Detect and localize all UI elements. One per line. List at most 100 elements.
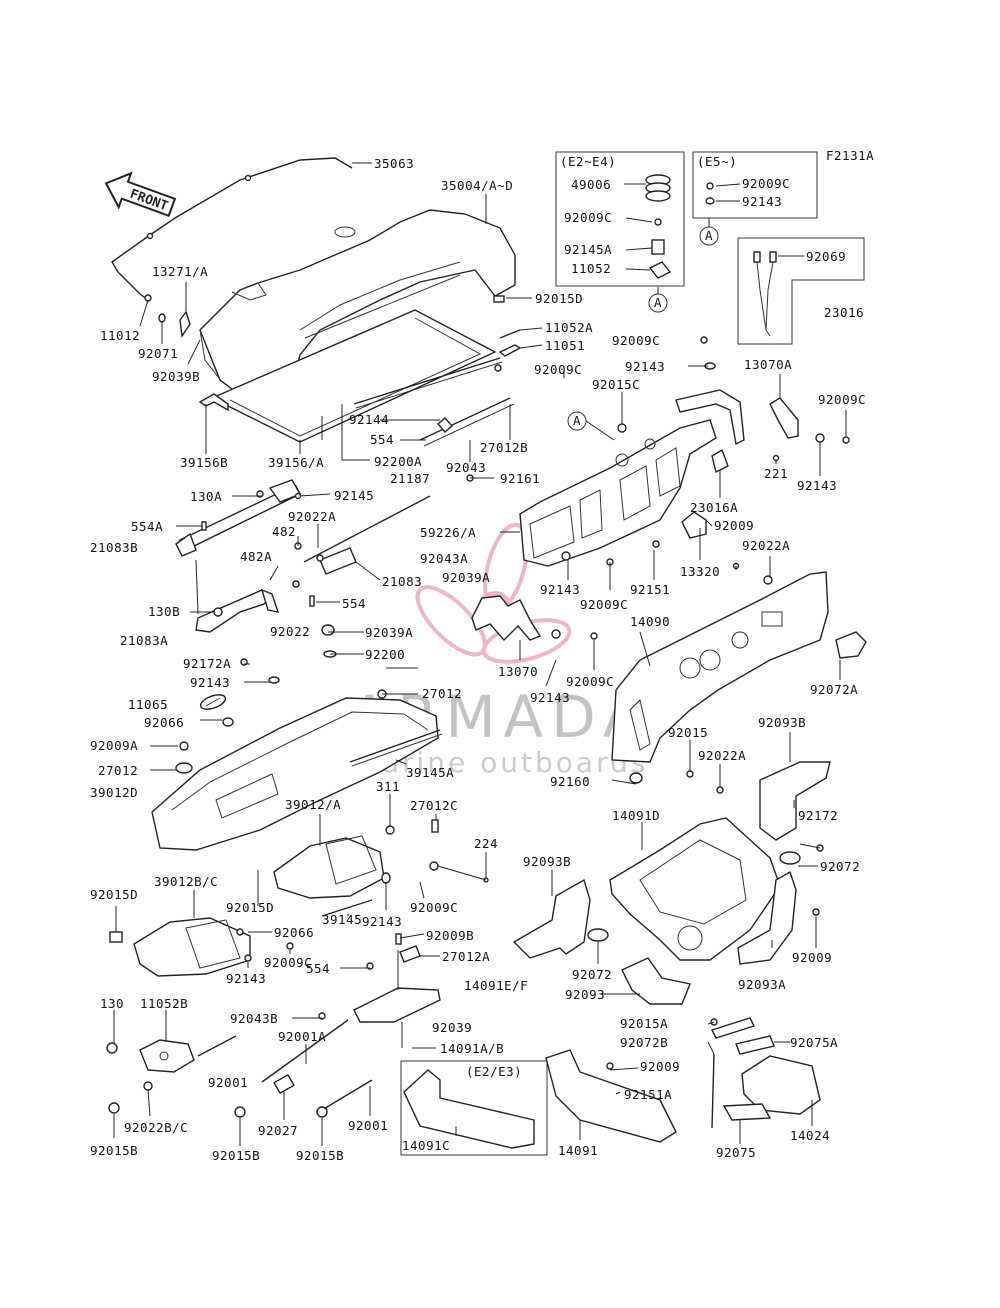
part-14091-plate	[545, 1049, 677, 1143]
part-92093-plate	[621, 957, 691, 1005]
box-title-e2-e4: (E2~E4)	[560, 154, 616, 169]
part-92072b-rod	[711, 1053, 715, 1129]
part-11052b-bracket	[139, 1039, 195, 1073]
label-92009c-4: 92009C	[580, 597, 628, 612]
label-92015b-3: 92015B	[296, 1148, 344, 1163]
label-92143-6: 92143	[362, 914, 402, 929]
label-92069: 92069	[806, 249, 846, 264]
part-21083b-hinge	[175, 479, 302, 557]
label-92039: 92039	[432, 1020, 472, 1035]
label-92015d-1: 92015D	[535, 291, 583, 306]
label-92009c-6: 92009C	[410, 900, 458, 915]
part-92015d-clip	[493, 295, 505, 303]
label-92009a-1: 92009A	[90, 738, 138, 753]
label-92143-4: 92143	[540, 582, 580, 597]
part-92075-pad	[722, 1103, 772, 1121]
label-92022bc: 92022B/C	[124, 1120, 188, 1135]
label-92172: 92172	[798, 808, 838, 823]
part-14090-dash-lower	[611, 571, 829, 763]
part-92001-bolts	[197, 1019, 373, 1111]
variant-box-23016	[737, 237, 865, 345]
svg-text:A: A	[705, 228, 713, 243]
label-92145a: 92145A	[564, 242, 612, 257]
part-14091c-plate	[403, 1069, 535, 1149]
label-92009b: 92009B	[426, 928, 474, 943]
label-27012-2: 27012	[422, 686, 462, 701]
label-92160: 92160	[550, 774, 590, 789]
label-13271-a: 13271/A	[152, 264, 208, 279]
label-92039a-1: 92039A	[365, 625, 413, 640]
label-92075a: 92075A	[790, 1035, 838, 1050]
label-92027: 92027	[258, 1123, 298, 1138]
label-14091d: 14091D	[612, 808, 660, 823]
label-92151: 92151	[630, 582, 670, 597]
label-92009-2: 92009	[792, 950, 832, 965]
label-92093: 92093	[565, 987, 605, 1002]
part-14091d-tray	[609, 817, 781, 961]
callout-a-3: A	[567, 411, 615, 441]
label-27012-1: 27012	[98, 763, 138, 778]
part-92093b-plate-left	[512, 878, 591, 959]
label-21083b: 21083B	[90, 540, 138, 555]
label-92093a: 92093A	[738, 977, 786, 992]
label-92145: 92145	[334, 488, 374, 503]
part-11065-grille	[199, 694, 227, 710]
label-92200a: 92200A	[374, 454, 422, 469]
label-554-b: 554	[342, 596, 366, 611]
label-39156b: 39156B	[180, 455, 228, 470]
label-221: 221	[764, 466, 788, 481]
label-92009c-e5: 92009C	[742, 176, 790, 191]
label-554-c: 554	[306, 961, 330, 976]
label-92009c-2: 92009C	[534, 362, 582, 377]
label-23016: 23016	[824, 305, 864, 320]
label-92015c: 92015C	[592, 377, 640, 392]
label-13320: 13320	[680, 564, 720, 579]
part-92160-grommet	[629, 772, 643, 784]
part-92069-wire-harness	[753, 251, 777, 337]
label-39145a: 39145A	[406, 765, 454, 780]
label-11065: 11065	[128, 697, 168, 712]
label-224: 224	[474, 836, 498, 851]
svg-text:A: A	[573, 413, 581, 428]
part-92015d-small	[109, 931, 123, 943]
label-92143-7: 92143	[226, 971, 266, 986]
callout-a-2: A	[699, 218, 719, 246]
label-11052b: 11052B	[140, 996, 188, 1011]
part-13070a-clip	[769, 397, 799, 439]
label-92009c-7: 92009C	[264, 955, 312, 970]
label-21083a: 21083A	[120, 633, 168, 648]
box-title-e5: (E5~)	[697, 154, 737, 169]
label-92043b: 92043B	[230, 1011, 278, 1026]
front-arrow-icon: FRONT	[104, 171, 177, 218]
label-27012a: 27012A	[442, 949, 490, 964]
part-11052-clip	[648, 261, 672, 279]
label-14024: 14024	[790, 1128, 830, 1143]
label-11012: 11012	[100, 328, 140, 343]
label-13070: 13070	[498, 664, 538, 679]
part-59226-dash-panel	[519, 419, 717, 567]
label-92015-1: 92015	[668, 725, 708, 740]
label-11052: 11052	[571, 261, 611, 276]
label-92075: 92075	[716, 1145, 756, 1160]
part-13070-bracket	[471, 595, 561, 642]
label-92001-1: 92001	[208, 1075, 248, 1090]
label-482: 482	[272, 524, 296, 539]
part-39012bc-lid	[133, 917, 251, 977]
label-92144: 92144	[349, 412, 389, 427]
label-39156-a: 39156/A	[268, 455, 324, 470]
svg-text:A: A	[654, 295, 662, 310]
part-92071-washer	[158, 313, 166, 323]
label-23016a: 23016A	[690, 500, 738, 515]
label-92066-1: 92066	[144, 715, 184, 730]
part-13271-link	[179, 282, 191, 338]
part-92072a-clamp	[835, 631, 867, 659]
label-11051: 11051	[545, 338, 585, 353]
label-92015a: 92015A	[620, 1016, 668, 1031]
label-27012b: 27012B	[480, 440, 528, 455]
variant-box-e2-e4: (E2~E4)	[555, 151, 685, 287]
label-92009-3: 92009	[640, 1059, 680, 1074]
label-92009-1: 92009	[714, 518, 754, 533]
label-14091c: 14091C	[402, 1138, 450, 1153]
label-39012d: 39012D	[90, 785, 138, 800]
